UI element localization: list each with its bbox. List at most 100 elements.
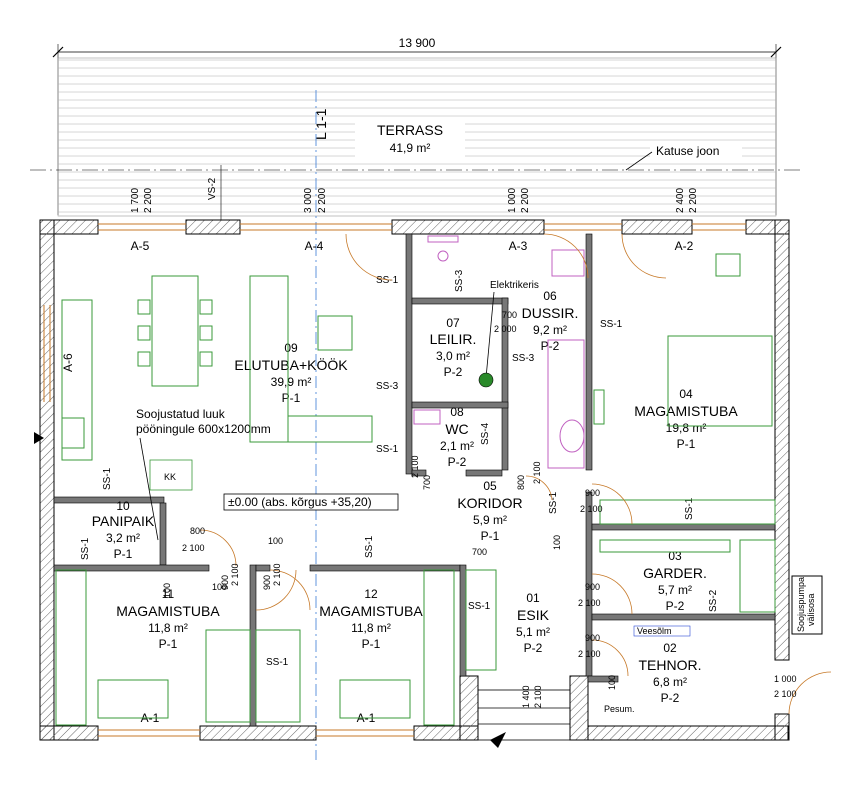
room-code: P-1: [362, 637, 381, 651]
room-id: 03: [668, 549, 682, 563]
room-area: 39,9 m²: [271, 375, 312, 389]
room-name: ELUTUBA+KÖÖK: [234, 356, 348, 373]
sanitary-fixtures: [413, 235, 585, 469]
door-dimension-labels: 700 2 000 700 2 100 800 2 100 900 2 100 …: [162, 310, 797, 708]
wall-tag: SS-4: [480, 422, 491, 445]
chair: [199, 325, 213, 341]
door-arc: [199, 529, 237, 567]
desk-right: [339, 679, 411, 719]
room-area: 5,7 m²: [658, 583, 692, 597]
dim-label: 900: [585, 488, 600, 498]
drain: [437, 250, 449, 262]
wall-tag: SS-1: [548, 491, 559, 514]
overall-dimension-label: 13 900: [399, 36, 436, 50]
note-pesum: Pesum.: [604, 704, 635, 714]
room-id: 07: [446, 316, 460, 330]
door-arc: [543, 233, 589, 279]
room-code: P-2: [661, 691, 680, 705]
dim-label: 900: [585, 633, 600, 643]
bed-right: [255, 629, 301, 723]
room-10: 10 PANIPAIK 3,2 m² P-1: [92, 499, 155, 561]
dim-label: 2 100: [182, 543, 205, 553]
note-luuk-line1: Soojustatud luuk: [136, 407, 226, 421]
note-heatpump-line2: välisosa: [806, 593, 816, 626]
dim-label: 2 200: [317, 188, 328, 213]
room-code: P-1: [677, 437, 696, 451]
dim-label: 1 700: [130, 188, 141, 213]
dim-label: 2 100: [410, 455, 420, 478]
note-kk: KK: [164, 472, 176, 482]
dim-label: 2 200: [520, 188, 531, 213]
door-swings: [199, 233, 832, 715]
dim-label: 2 000: [494, 324, 517, 334]
room-area: 6,8 m²: [653, 675, 687, 689]
dim-label: 2 100: [533, 685, 543, 708]
wall-tag: SS-1: [600, 319, 623, 330]
room-name: LEILIR.: [430, 331, 477, 347]
wall-tag: SS-1: [102, 467, 113, 490]
wardrobe-side: [739, 539, 776, 613]
roof-line-label-bg: [650, 143, 742, 159]
sofa: [249, 275, 289, 443]
room-name: TEHNOR.: [639, 657, 702, 673]
room-code: P-2: [524, 641, 543, 655]
wall-type-tags: SS-1 SS-3 SS-1 SS-3 SS-3 SS-4 SS-1 SS-1 …: [80, 269, 719, 668]
closet-right: [423, 569, 455, 726]
heat-pump-outdoor-unit: [791, 575, 823, 635]
dim-label: 100: [162, 583, 172, 598]
door-arc: [788, 671, 832, 715]
desk-left: [97, 679, 169, 719]
room-03: 03 GARDER. 5,7 m² P-2: [643, 549, 707, 613]
room-code: P-1: [481, 529, 500, 543]
dim-label: 800: [516, 475, 526, 490]
dim-label: 100: [268, 536, 283, 546]
room-area: 3,0 m²: [436, 349, 470, 363]
kitchen-counter: [61, 299, 93, 461]
room-code: P-2: [541, 339, 560, 353]
room-area: 9,2 m²: [533, 323, 567, 337]
kk-cabinet: [149, 459, 193, 491]
room-area: 3,2 m²: [106, 531, 140, 545]
wc-basin: [413, 409, 441, 425]
exterior-walls: [39, 219, 790, 741]
dim-label: 900: [262, 575, 272, 590]
note-zero-level: ±0.00 (abs. kõrgus +35,20): [228, 495, 372, 509]
room-name: MAGAMISTUBA: [319, 603, 423, 619]
coffee-table: [317, 315, 353, 351]
electric-heater-icon: [478, 372, 494, 388]
door-arc: [621, 233, 667, 279]
chair: [137, 325, 151, 341]
dim-label: 2 100: [532, 461, 542, 484]
room-code: P-1: [114, 547, 133, 561]
dining-table: [151, 275, 199, 387]
room-name: GARDER.: [643, 565, 707, 581]
sofa-chaise: [287, 415, 373, 443]
room-id: 10: [116, 499, 130, 513]
room-area: 11,8 m²: [351, 621, 391, 635]
room-id: 04: [679, 387, 693, 401]
note-heatpump-line1: Soojuspumpa: [796, 577, 806, 632]
wardrobe-rail: [599, 539, 731, 553]
room-id: 02: [663, 641, 677, 655]
wall-tag: SS-1: [684, 497, 695, 520]
roof-line-label: Katuse joon: [656, 144, 719, 158]
note-veesolm: Veesõlm: [637, 626, 672, 636]
wall-tag: SS-2: [708, 589, 719, 612]
section-mark-vs2: VS-2: [207, 177, 218, 200]
dim-label: 1 400: [521, 685, 531, 708]
window-tag-a2: A-2: [675, 239, 694, 253]
room-05: 05 KORIDOR 5,9 m² P-1: [457, 479, 522, 543]
room-name: ESIK: [517, 607, 550, 623]
wall-tag: SS-1: [468, 601, 491, 612]
elektrikeris-leader: [485, 291, 495, 379]
note-luuk-line2: pööningule 600x1200mm: [136, 422, 271, 436]
entrance-arrow-icon: [490, 732, 506, 748]
stove: [61, 417, 85, 449]
terrace-name: TERRASS: [377, 122, 443, 138]
section-arrow-left-icon: [34, 432, 44, 444]
dim-label: 2 100: [230, 563, 240, 586]
room-07: 07 LEILIR. 3,0 m² P-2: [430, 316, 477, 379]
room-name: PANIPAIK: [92, 513, 155, 529]
window-openings: [43, 223, 746, 737]
